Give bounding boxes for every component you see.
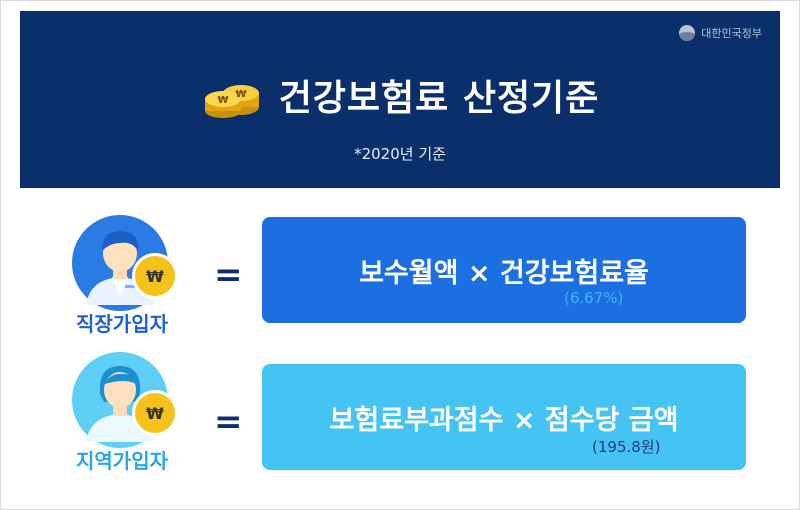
role-label-regional: 지역가입자: [76, 449, 168, 473]
regional-formula-note: (195.8원): [592, 438, 661, 456]
regional-formula-box: 보험료부과점수 × 점수당 금액 (195.8원): [262, 364, 746, 470]
employee-avatar-group: ₩ 직장가입자: [62, 205, 182, 336]
header-banner: 대한민국정부 ₩ ₩ 건강보험료 산정기준 *2020년 기준: [20, 11, 780, 188]
coins-icon: ₩ ₩: [204, 85, 259, 118]
equals-sign: =: [214, 255, 243, 295]
employee-formula-box: 보수월액 × 건강보험료율 (6.67%): [262, 217, 746, 323]
employee-row: ₩ 직장가입자 = 보수월액 × 건강보험료율 (6.67%): [0, 205, 800, 336]
title-row: ₩ ₩ 건강보험료 산정기준: [20, 69, 780, 121]
employee-formula-text: 보수월액 × 건강보험료율: [359, 258, 649, 289]
taegeuk-icon: [679, 25, 696, 41]
equals-sign: =: [214, 402, 243, 442]
government-logo: 대한민국정부: [679, 25, 762, 41]
subtitle: *2020년 기준: [354, 145, 446, 163]
won-badge-icon: ₩: [132, 390, 178, 436]
page-title: 건강보험료 산정기준: [278, 78, 600, 119]
svg-text:₩: ₩: [217, 95, 228, 106]
role-label-employee: 직장가입자: [76, 312, 168, 336]
employee-formula-note: (6.67%): [564, 289, 624, 307]
regional-formula-text: 보험료부과점수 × 점수당 금액: [329, 405, 679, 436]
regional-avatar-group: ₩ 지역가입자: [62, 342, 182, 473]
government-logo-text: 대한민국정부: [701, 27, 762, 40]
regional-row: ₩ 지역가입자 = 보험료부과점수 × 점수당 금액 (195.8원): [0, 342, 800, 473]
won-badge-icon: ₩: [132, 253, 178, 299]
svg-text:₩: ₩: [235, 89, 246, 100]
